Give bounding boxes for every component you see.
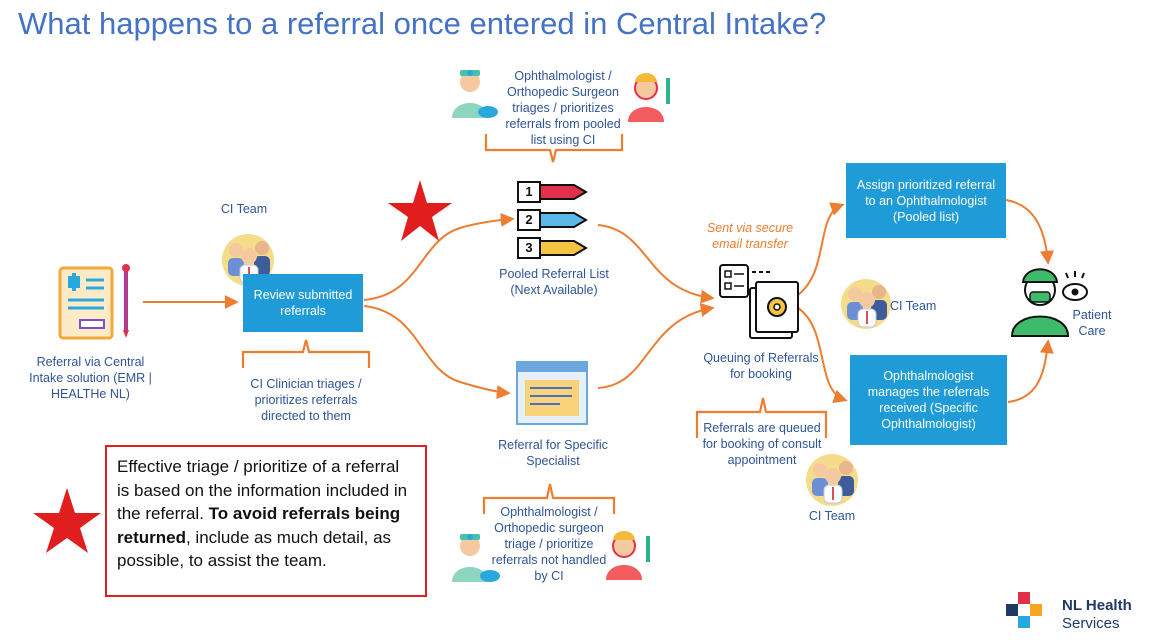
- arrow-manage-to-care: [1007, 339, 1054, 403]
- review-referrals-box: Review submitted referrals: [243, 274, 363, 332]
- triage-callout: Effective triage / prioritize of a refer…: [105, 445, 427, 597]
- referral-source-label: Referral via Central Intake solution (EM…: [29, 355, 152, 401]
- specific-specialist-label: Referral for Specific Specialist: [498, 438, 608, 468]
- specific-specialist-icon: [516, 361, 588, 425]
- queuing-label: Queuing of Referrals for booking: [703, 351, 819, 381]
- queued-note: Referrals are queued for booking of cons…: [702, 421, 822, 467]
- arrow-review-to-pooled: [363, 212, 515, 301]
- brace-clinician: [241, 339, 371, 368]
- brace-top: [484, 134, 624, 163]
- pooled-list-icon: [517, 181, 588, 259]
- ci-team-label-bottom: CI Team: [808, 509, 856, 523]
- logo-name: NL Health: [1062, 597, 1132, 614]
- arrow-queue-to-assign: [797, 202, 845, 296]
- ci-team-icon-left: [222, 234, 274, 286]
- list-number-1: 1: [525, 184, 533, 199]
- ophthalmologist-icon-bottom: [452, 534, 500, 582]
- star-icon-top: [388, 180, 452, 241]
- star-icon-callout: [33, 488, 101, 553]
- brace-bottom: [482, 483, 616, 514]
- manage-referrals-box: Ophthalmologist manages the referrals re…: [850, 355, 1007, 445]
- page-title: What happens to a referral once entered …: [18, 6, 827, 41]
- arrow-specific-to-queue: [597, 303, 715, 389]
- referral-document-icon: [58, 264, 130, 340]
- queuing-icon: [719, 264, 799, 339]
- callout-text-2: , include as much detail, as possible, t…: [117, 527, 392, 571]
- logo-sub: Services: [1062, 615, 1120, 632]
- list-number-2: 2: [525, 212, 533, 227]
- arrow-queue-to-manage: [797, 307, 848, 404]
- ci-team-label-right: CI Team: [890, 299, 937, 313]
- orthopedic-surgeon-icon-top: [628, 73, 670, 122]
- callout-bold-text: To avoid referrals being returned: [117, 504, 401, 547]
- assign-referral-box: Assign prioritized referral to an Ophtha…: [846, 163, 1006, 238]
- orthopedic-surgeon-icon-bottom: [606, 531, 650, 580]
- brace-queued: [695, 397, 828, 438]
- nl-health-logo: NL Health Services: [1062, 597, 1132, 633]
- patient-care-label: Patient Care: [1072, 308, 1112, 338]
- ci-team-label-left: CI Team: [220, 202, 268, 216]
- flow-arrows: [143, 199, 1054, 404]
- callout-text-1: Effective triage / prioritize of a refer…: [117, 457, 408, 523]
- clinician-triage-note: CI Clinician triages / prioritizes refer…: [250, 377, 362, 423]
- ci-team-icon-bottom: [806, 454, 858, 506]
- sent-via-label: Sent via secure email transfer: [706, 221, 794, 251]
- braces: [241, 134, 828, 514]
- arrow-assign-to-care: [1005, 199, 1054, 265]
- list-number-3: 3: [525, 240, 533, 255]
- arrow-review-to-specific: [363, 305, 511, 400]
- top-triage-note: Ophthalmologist / Orthopedic Surgeon tri…: [505, 69, 621, 147]
- ci-team-icon-right: [841, 279, 891, 329]
- ophthalmologist-icon-top: [452, 70, 498, 118]
- arrow-pooled-to-queue: [597, 224, 715, 304]
- nl-health-logo-mark: [1006, 592, 1042, 628]
- patient-care-icon: [1010, 268, 1088, 337]
- pooled-list-label: Pooled Referral List (Next Available): [499, 267, 609, 297]
- bottom-triage-note: Ophthalmologist / Orthopedic surgeon tri…: [491, 505, 607, 583]
